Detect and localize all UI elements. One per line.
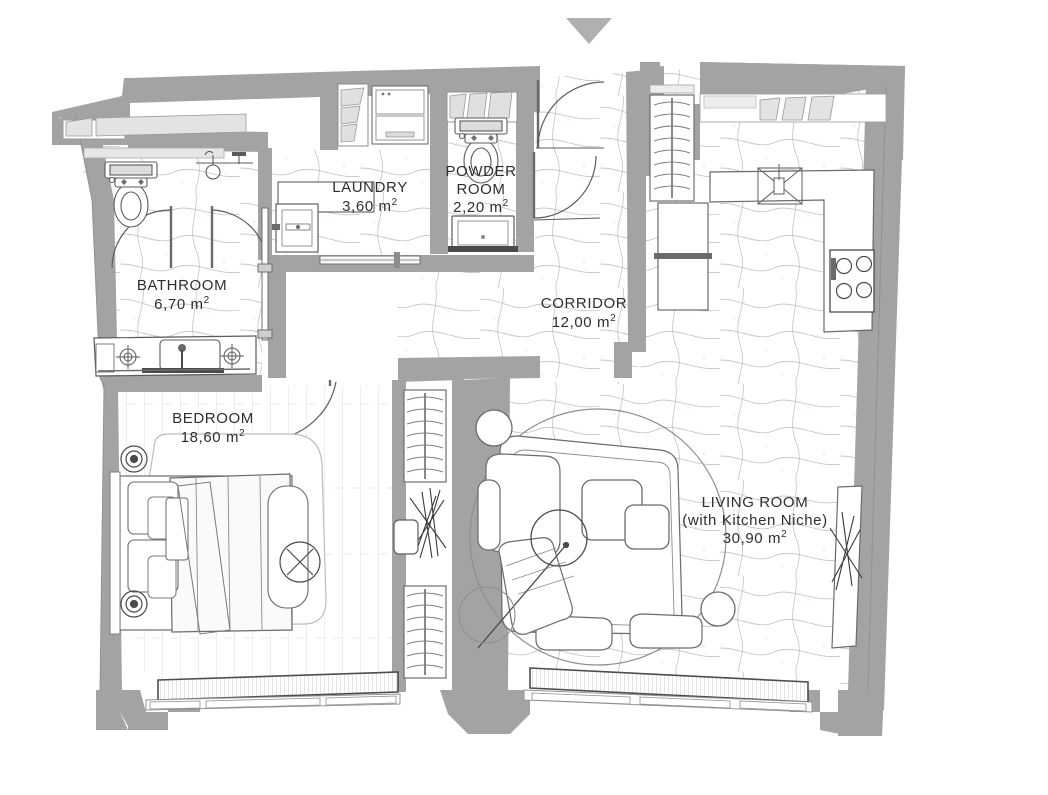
- north-arrow-icon: [566, 18, 612, 44]
- door-powder-room: [536, 80, 605, 149]
- window-bathroom: [62, 113, 247, 159]
- living-room-furniture: [458, 408, 863, 666]
- window-powder-room: [446, 91, 518, 123]
- entry-door: [532, 152, 601, 221]
- kitchen-niche: [654, 164, 875, 333]
- double-bed: [119, 473, 309, 635]
- side-table: [624, 504, 670, 550]
- wall-outlines: [74, 85, 887, 691]
- round-rug-living-room: [469, 408, 727, 666]
- powder-room-fixtures: [448, 117, 518, 252]
- headboard: [109, 471, 121, 635]
- double-sink-vanity: [93, 335, 257, 377]
- cooktop-four-burner: [829, 249, 875, 313]
- living-room-mirror: [829, 485, 863, 649]
- window-living-room: [523, 667, 813, 713]
- ceiling-light-bedroom-lower: [120, 590, 148, 618]
- sliding-door-laundry: [319, 252, 421, 268]
- wardrobe-mirror-decor: [409, 487, 447, 559]
- wardrobe-hanging-rail-bedroom-upper: [403, 389, 447, 483]
- washing-machine: [272, 203, 319, 253]
- bathroom-fixtures: [93, 150, 273, 377]
- refrigerator: [654, 202, 712, 311]
- wardrobe-hanging-rail-top: [649, 84, 695, 202]
- toilet-bathroom: [104, 161, 158, 228]
- window-kitchen: [699, 93, 887, 123]
- bed-side-marker: [279, 541, 321, 583]
- plant-pot-upper: [475, 409, 513, 447]
- plant-pot-lower: [700, 591, 736, 627]
- bathroom-pipe: [257, 207, 273, 341]
- floor-lamp: [477, 509, 588, 649]
- bedroom-decor-panel: [393, 519, 419, 555]
- plant-pot-corner: [458, 586, 516, 644]
- bedroom-furniture: [109, 433, 327, 635]
- shower-head-bathroom: [196, 150, 253, 180]
- wardrobe-hanging-rail-bedroom-lower: [403, 585, 447, 679]
- doors: [111, 80, 605, 441]
- laundry-fixtures: [272, 181, 375, 253]
- mirror-bathroom: [159, 339, 221, 371]
- window-laundry: [337, 83, 429, 147]
- wardrobes: [393, 84, 695, 679]
- toilet-powder-room: [454, 117, 508, 184]
- sink-powder-room: [448, 215, 518, 252]
- kitchen-pendant-light: [757, 164, 803, 205]
- ceiling-light-bedroom-upper: [120, 445, 148, 473]
- window-bedroom: [145, 671, 401, 711]
- windows: [62, 83, 887, 713]
